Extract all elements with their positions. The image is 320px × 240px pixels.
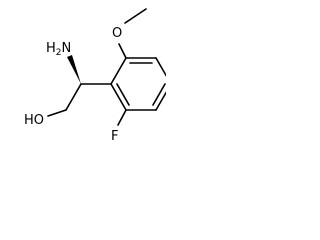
ring-bond-c1-c2 — [110, 57, 127, 85]
ring-double-bond-c6-c1 — [116, 83, 130, 106]
bond-chiral-carbon-ch2 — [65, 83, 82, 111]
methoxy-oxygen-label: O — [112, 26, 122, 41]
ring-bond-c3-c4 — [155, 57, 166, 77]
ring-double-bond-c4-c5 — [152, 83, 166, 106]
structure-diagram: H2N O HO F — [0, 0, 166, 184]
bond-methoxy-o-ch3 — [124, 8, 147, 24]
bond-ring-methoxy-o — [118, 43, 127, 59]
benzene-ring — [110, 57, 166, 111]
amine-label: H2N — [46, 41, 71, 58]
hydroxyl-label: HO — [24, 113, 44, 128]
molecule-drawing: H2N O HO F — [24, 8, 166, 144]
bond-ch2-hydroxyl — [47, 109, 67, 117]
ring-bond-c4-c5 — [155, 91, 166, 111]
ring-bond-c6-c1 — [110, 83, 127, 111]
bond-ring-fluorine — [117, 109, 127, 126]
wedge-bond-amine — [67, 55, 81, 84]
fluorine-label: F — [111, 129, 118, 144]
